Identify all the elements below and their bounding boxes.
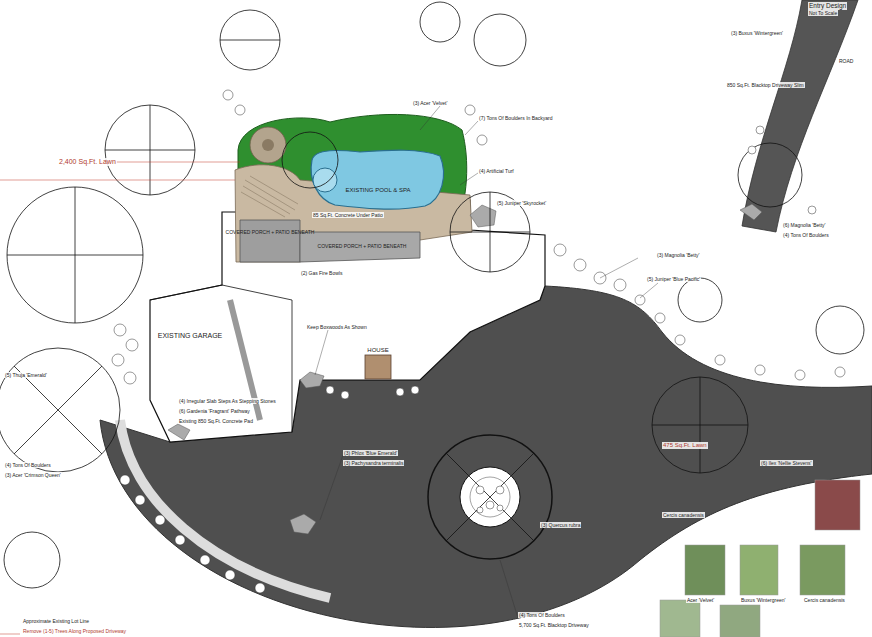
plant-callout: (3) Phlox 'Blue Emerald' bbox=[343, 450, 398, 456]
plant-callout: (5) Thuja 'Emerald' bbox=[4, 372, 48, 378]
plant-callout: Existing 850 Sq.Ft. Concrete Pad bbox=[178, 418, 254, 424]
area-label-box: EXISTING POOL & SPA bbox=[345, 187, 410, 194]
plant-callout: 2,400 Sq.Ft. Lawn bbox=[58, 158, 117, 166]
area-label-box: COVERED PORCH + PATIO BENEATH bbox=[318, 243, 407, 249]
plant-callout: Approximate Existing Lot Line bbox=[22, 618, 90, 624]
plant-callout: (3) Buxus 'Wintergreen' bbox=[730, 30, 784, 36]
plant-callout: Entry Design bbox=[808, 2, 847, 10]
plant-callout: (3) Acer 'Crimson Queen' bbox=[4, 472, 62, 478]
plant-callout: Cercis canadensis bbox=[803, 597, 846, 603]
plant-callout: (3) Quercus rubra bbox=[540, 522, 581, 528]
area-name: EXISTING POOL & SPA bbox=[345, 187, 410, 194]
plant-callout: (4) Irregular Slab Steps As Stepping Sto… bbox=[178, 398, 277, 404]
plant-callout: (6) Magnolia 'Betty' bbox=[782, 222, 826, 228]
area-name: COVERED PORCH + PATIO BENEATH bbox=[318, 243, 407, 249]
plant-callout: (5) Juniper 'Blue Pacific' bbox=[646, 276, 701, 282]
plant-callout: (7) Tons Of Boulders In Backyard bbox=[478, 115, 554, 121]
area-label-box: HOUSE bbox=[367, 347, 388, 354]
area-name: COVERED PORCH + PATIO BENEATH bbox=[226, 229, 315, 235]
plant-callout: (4) Tons Of Boulders bbox=[782, 232, 830, 238]
plant-callout: (2) Gas Fire Bowls bbox=[300, 270, 343, 276]
plant-callout: 85 Sq.Ft. Concrete Under Patio bbox=[312, 212, 384, 218]
plant-callout: (4) Tons Of Boulders bbox=[4, 462, 52, 468]
area-name: HOUSE bbox=[367, 347, 388, 354]
plant-callout: (4) Tons Of Boulders bbox=[518, 612, 566, 618]
plant-callout: Cercis canadensis bbox=[662, 512, 705, 518]
plant-callout: Not To Scale bbox=[808, 10, 838, 16]
plant-callout: (4) Artificial Turf bbox=[478, 168, 515, 174]
plant-callout: (3) Acer 'Velvet' bbox=[412, 100, 448, 106]
plant-callout: Keep Boxwoods As Shown bbox=[306, 324, 368, 330]
plant-callout: ROAD bbox=[838, 58, 854, 64]
area-name: EXISTING GARAGE bbox=[158, 332, 223, 340]
plant-callout: (3) Pachysandra terminalis bbox=[343, 460, 404, 466]
plant-callout: (6) Gardenia 'Fragrant' Pathway bbox=[178, 408, 251, 414]
area-label-box: EXISTING GARAGE bbox=[158, 332, 223, 340]
plant-callout: (3) Magnolia 'Betty' bbox=[656, 252, 700, 258]
plant-callout: Buxus 'Wintergreen' bbox=[740, 597, 786, 603]
plant-callout: (5) Juniper 'Skyrocket' bbox=[496, 200, 547, 206]
plant-callout: 475 Sq.Ft. Lawn bbox=[662, 442, 708, 449]
plant-callout: (6) Ilex 'Nellie Stevens' bbox=[760, 460, 813, 466]
plant-callout: 850 Sq.Ft. Blacktop Driveway Slim bbox=[726, 82, 805, 88]
plant-callout: 5,700 Sq.Ft. Blacktop Driveway bbox=[518, 622, 590, 628]
area-label-box: COVERED PORCH + PATIO BENEATH bbox=[226, 229, 315, 235]
plant-callout: Remove (1-5) Trees Along Proposed Drivew… bbox=[22, 628, 127, 634]
plant-callout: Acer 'Velvet' bbox=[686, 597, 715, 603]
